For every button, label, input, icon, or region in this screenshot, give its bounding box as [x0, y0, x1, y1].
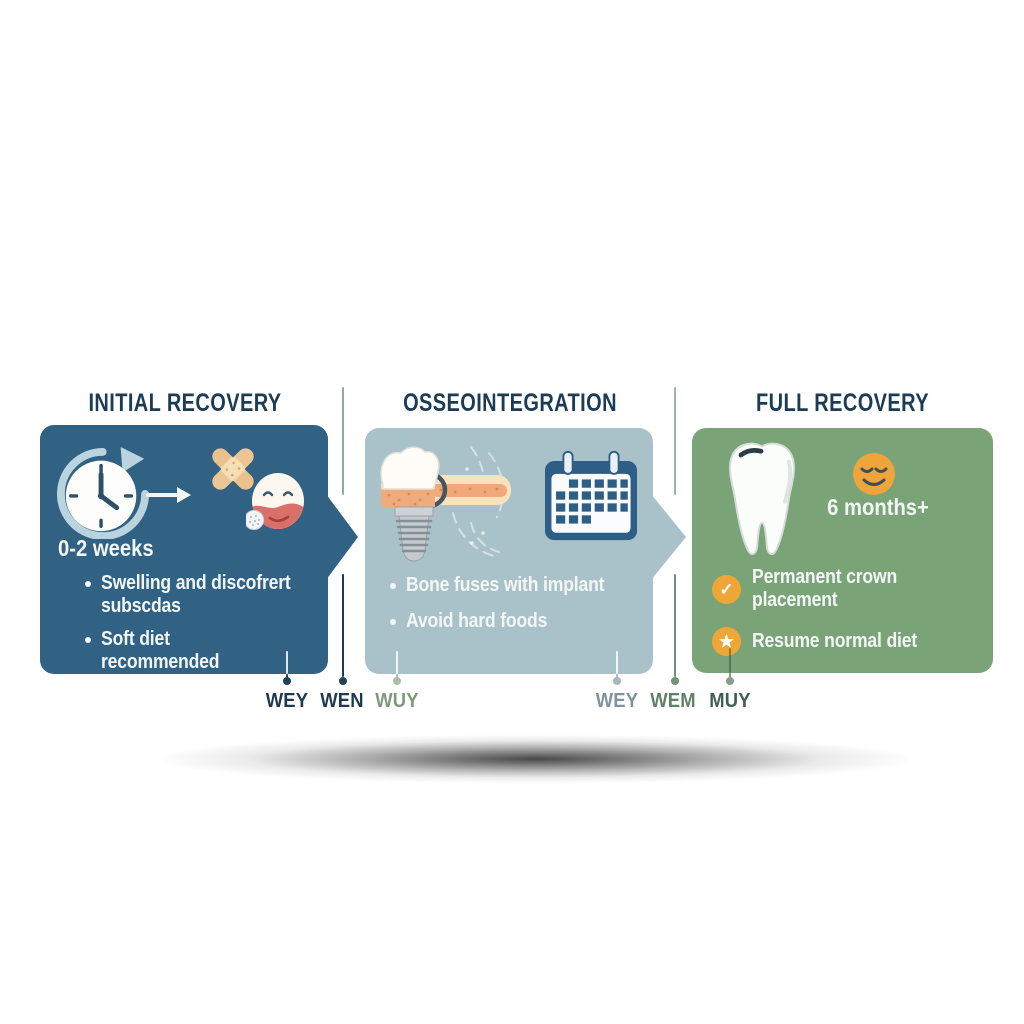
check-icon: ✓ — [712, 574, 741, 604]
bullet-text: Avoid hard foods — [406, 610, 548, 633]
list-item: Avoid hard foods — [390, 610, 640, 633]
bullet-dot-icon — [390, 583, 396, 589]
osseointegration-panel: Bone fuses with implant Avoid hard foods — [365, 428, 653, 674]
stage-title-osseointegration: OSSEOINTEGRATION — [403, 389, 617, 417]
divider-line-top-1 — [342, 387, 344, 495]
timeline-tick-dot — [613, 677, 621, 685]
smiley-face-icon — [853, 453, 895, 495]
calendar-icon — [545, 450, 637, 541]
stage-duration: 0-2 weeks — [58, 535, 154, 561]
timeline-label: WEM — [650, 690, 696, 712]
divider-line-bottom-2 — [674, 574, 676, 677]
timeline-label: MUY — [709, 690, 751, 712]
tooth-icon — [729, 442, 795, 555]
panel-arrow-tip — [651, 494, 686, 580]
list-item: ★ Resume normal diet — [712, 626, 984, 656]
ground-shadow — [160, 735, 910, 783]
timeline-tick-dot — [339, 677, 347, 685]
bullet-text: Soft diet recommended — [101, 627, 220, 674]
list-item: Swelling and discofrert subscdas — [85, 572, 317, 619]
list-item: ✓ Permanent crown placement — [712, 566, 984, 613]
dental-implant-icon — [380, 446, 511, 562]
panel-arrow-tip — [326, 494, 358, 580]
stage-bullet-list: ✓ Permanent crown placement ★ Resume nor… — [712, 566, 984, 656]
divider-line-top-2 — [674, 387, 676, 495]
bullet-text: Swelling and discofrert subscdas — [101, 572, 291, 618]
bullet-text: Resume normal diet — [752, 629, 918, 652]
timeline-tick-dot — [283, 677, 291, 685]
full-recovery-panel: 6 months+ ✓ Permanent crown placement ★ … — [692, 428, 993, 673]
stage-title-full-recovery: FULL RECOVERY — [756, 389, 929, 417]
divider-line-bottom-1 — [342, 574, 344, 677]
bullet-dot-icon — [85, 636, 91, 643]
stage-title-initial-recovery: INITIAL RECOVERY — [88, 389, 282, 417]
timeline-tick-dot — [726, 677, 734, 685]
timeline-tick-dot — [671, 677, 679, 685]
bullet-text: Permanent crown placement — [752, 566, 898, 612]
list-item: Soft diet recommended — [85, 628, 317, 675]
star-icon: ★ — [712, 626, 741, 656]
timeline-tick-line — [616, 651, 618, 674]
stage-bullet-list: Swelling and discofrert subscdas Soft di… — [85, 572, 317, 675]
arrow-right-icon — [146, 487, 191, 503]
list-item: Bone fuses with implant — [390, 574, 640, 597]
bullet-dot-icon — [85, 581, 91, 587]
timeline-tick-dot — [393, 677, 401, 685]
clock-icon — [56, 446, 150, 539]
swollen-face-icon — [246, 473, 304, 530]
timeline-label: WUY — [375, 690, 419, 712]
timeline-label: WEY — [595, 690, 639, 712]
initial-recovery-panel: 0-2 weeks Swelling and discofrert subscd… — [40, 425, 328, 674]
bullet-dot-icon — [390, 619, 396, 626]
stage-bullet-list: Bone fuses with implant Avoid hard foods — [390, 574, 640, 634]
timeline-label: WEN — [320, 690, 364, 712]
timeline-label: WEY — [265, 690, 309, 712]
stage-duration: 6 months+ — [827, 494, 929, 520]
timeline-tick-line — [286, 651, 288, 674]
timeline-tick-stub — [729, 673, 731, 679]
crossed-bandage-icon — [212, 448, 254, 490]
timeline-tick-line — [729, 648, 731, 673]
timeline-tick-line — [396, 651, 398, 674]
bullet-text: Bone fuses with implant — [406, 574, 605, 596]
